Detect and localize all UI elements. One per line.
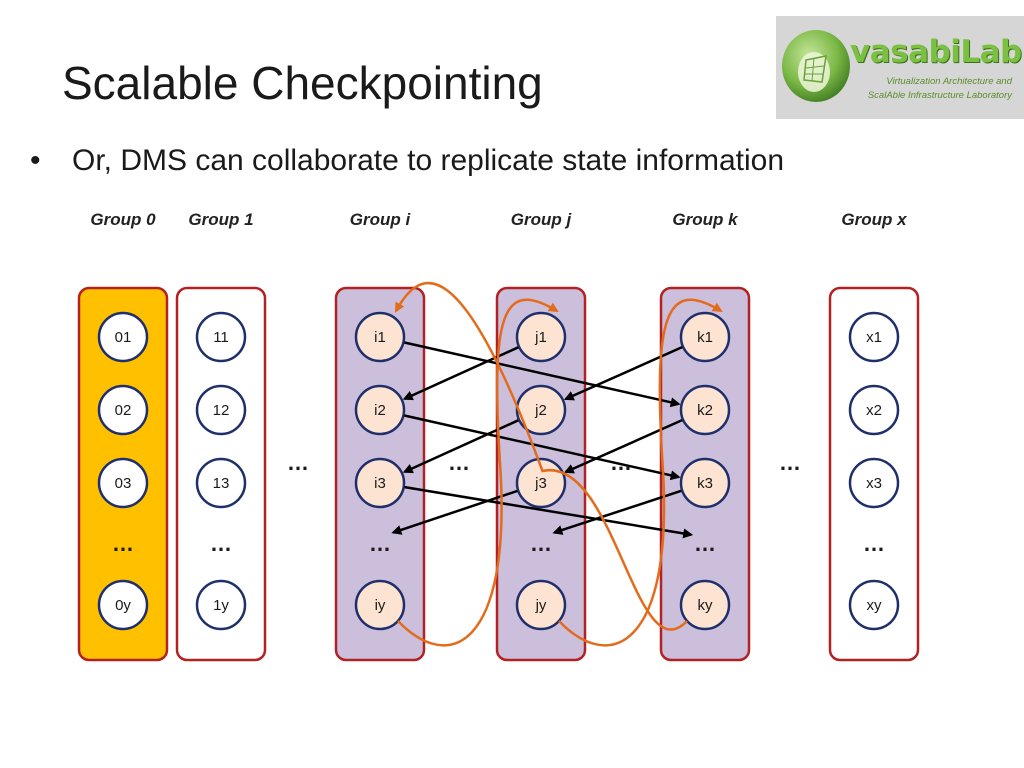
node-1y	[195, 579, 247, 631]
replication-arrow-j3-i4	[391, 489, 518, 535]
node-k2	[679, 384, 731, 436]
group-label-gk: Group k	[672, 210, 739, 229]
replication-arrow-k1-j2	[563, 346, 683, 401]
node-11	[195, 311, 247, 363]
node-x1	[848, 311, 900, 363]
node-j1	[515, 311, 567, 363]
node-0y	[97, 579, 149, 631]
node-03	[97, 457, 149, 509]
group-label-g0: Group 0	[90, 210, 156, 229]
node-label-03: 03	[115, 475, 132, 492]
node-label-k3: k3	[697, 475, 713, 492]
node-k1	[679, 311, 731, 363]
node-ellipsis: …	[530, 531, 552, 556]
gap-ellipsis: …	[779, 450, 801, 475]
wrap-arrow-iy-j1	[397, 298, 559, 647]
node-label-ky: ky	[698, 597, 714, 614]
node-ellipsis: …	[863, 531, 885, 556]
lab-logo: vasabiLab Virtualization Architecture an…	[776, 16, 1024, 119]
node-label-j1: j1	[534, 329, 547, 346]
node-ellipsis: …	[369, 531, 391, 556]
node-label-k2: k2	[697, 402, 713, 419]
node-label-j3: j3	[534, 475, 547, 492]
gap-ellipsis: …	[610, 450, 632, 475]
node-label-x2: x2	[866, 402, 882, 419]
node-i3	[354, 457, 406, 509]
node-iy	[354, 579, 406, 631]
node-label-0y: 0y	[115, 597, 131, 614]
slide-title: Scalable Checkpointing	[62, 57, 543, 109]
node-j2	[515, 384, 567, 436]
node-label-1y: 1y	[213, 597, 229, 614]
node-label-12: 12	[213, 402, 230, 419]
node-label-i1: i1	[374, 329, 386, 346]
replication-arrow-i2-k3	[404, 414, 681, 481]
node-12	[195, 384, 247, 436]
replication-arrow-i1-k2	[404, 341, 681, 408]
node-13	[195, 457, 247, 509]
node-ellipsis: …	[694, 531, 716, 556]
node-x2	[848, 384, 900, 436]
node-jy	[515, 579, 567, 631]
node-label-xy: xy	[867, 597, 883, 614]
group-label-gi: Group i	[350, 210, 412, 229]
logo-name: vasabiLab	[850, 34, 1022, 70]
wasabi-logo-icon	[782, 30, 850, 102]
node-label-iy: iy	[375, 597, 386, 614]
node-label-02: 02	[115, 402, 132, 419]
node-label-x3: x3	[866, 475, 882, 492]
group-label-gx: Group x	[841, 210, 908, 229]
bullet-text: Or, DMS can collaborate to replicate sta…	[72, 144, 785, 177]
node-label-k1: k1	[697, 329, 713, 346]
node-label-x1: x1	[866, 329, 882, 346]
node-label-jy: jy	[535, 597, 547, 614]
node-label-01: 01	[115, 329, 132, 346]
bullet-dot-icon: •	[30, 144, 41, 177]
node-label-11: 11	[213, 329, 229, 346]
node-k3	[679, 457, 731, 509]
group-label-g1: Group 1	[188, 210, 253, 229]
node-label-i2: i2	[374, 402, 386, 419]
node-label-13: 13	[213, 475, 230, 492]
group-label-gj: Group j	[511, 210, 573, 229]
gap-ellipsis: …	[287, 450, 309, 475]
replication-arrow-k2-j3	[563, 419, 683, 474]
wrap-arrow-ky-i1	[394, 281, 688, 631]
node-label-i3: i3	[374, 475, 386, 492]
node-ellipsis: …	[210, 531, 232, 556]
node-ellipsis: …	[112, 531, 134, 556]
replication-arrow-k3-j4	[552, 489, 682, 535]
node-ky	[679, 579, 731, 631]
wrap-arrow-jy-k1	[558, 298, 723, 647]
node-i2	[354, 384, 406, 436]
node-label-j2: j2	[534, 402, 547, 419]
node-01	[97, 311, 149, 363]
node-02	[97, 384, 149, 436]
bullet-point: • Or, DMS can collaborate to replicate st…	[30, 144, 784, 178]
logo-subtitle-line2: ScalAble Infrastructure Laboratory	[867, 90, 1012, 101]
replication-arrow-i3-k4	[404, 485, 694, 539]
node-i1	[354, 311, 406, 363]
gap-ellipsis: …	[448, 450, 470, 475]
logo-subtitle-line1: Virtualization Architecture and	[886, 76, 1012, 87]
node-x3	[848, 457, 900, 509]
node-xy	[848, 579, 900, 631]
